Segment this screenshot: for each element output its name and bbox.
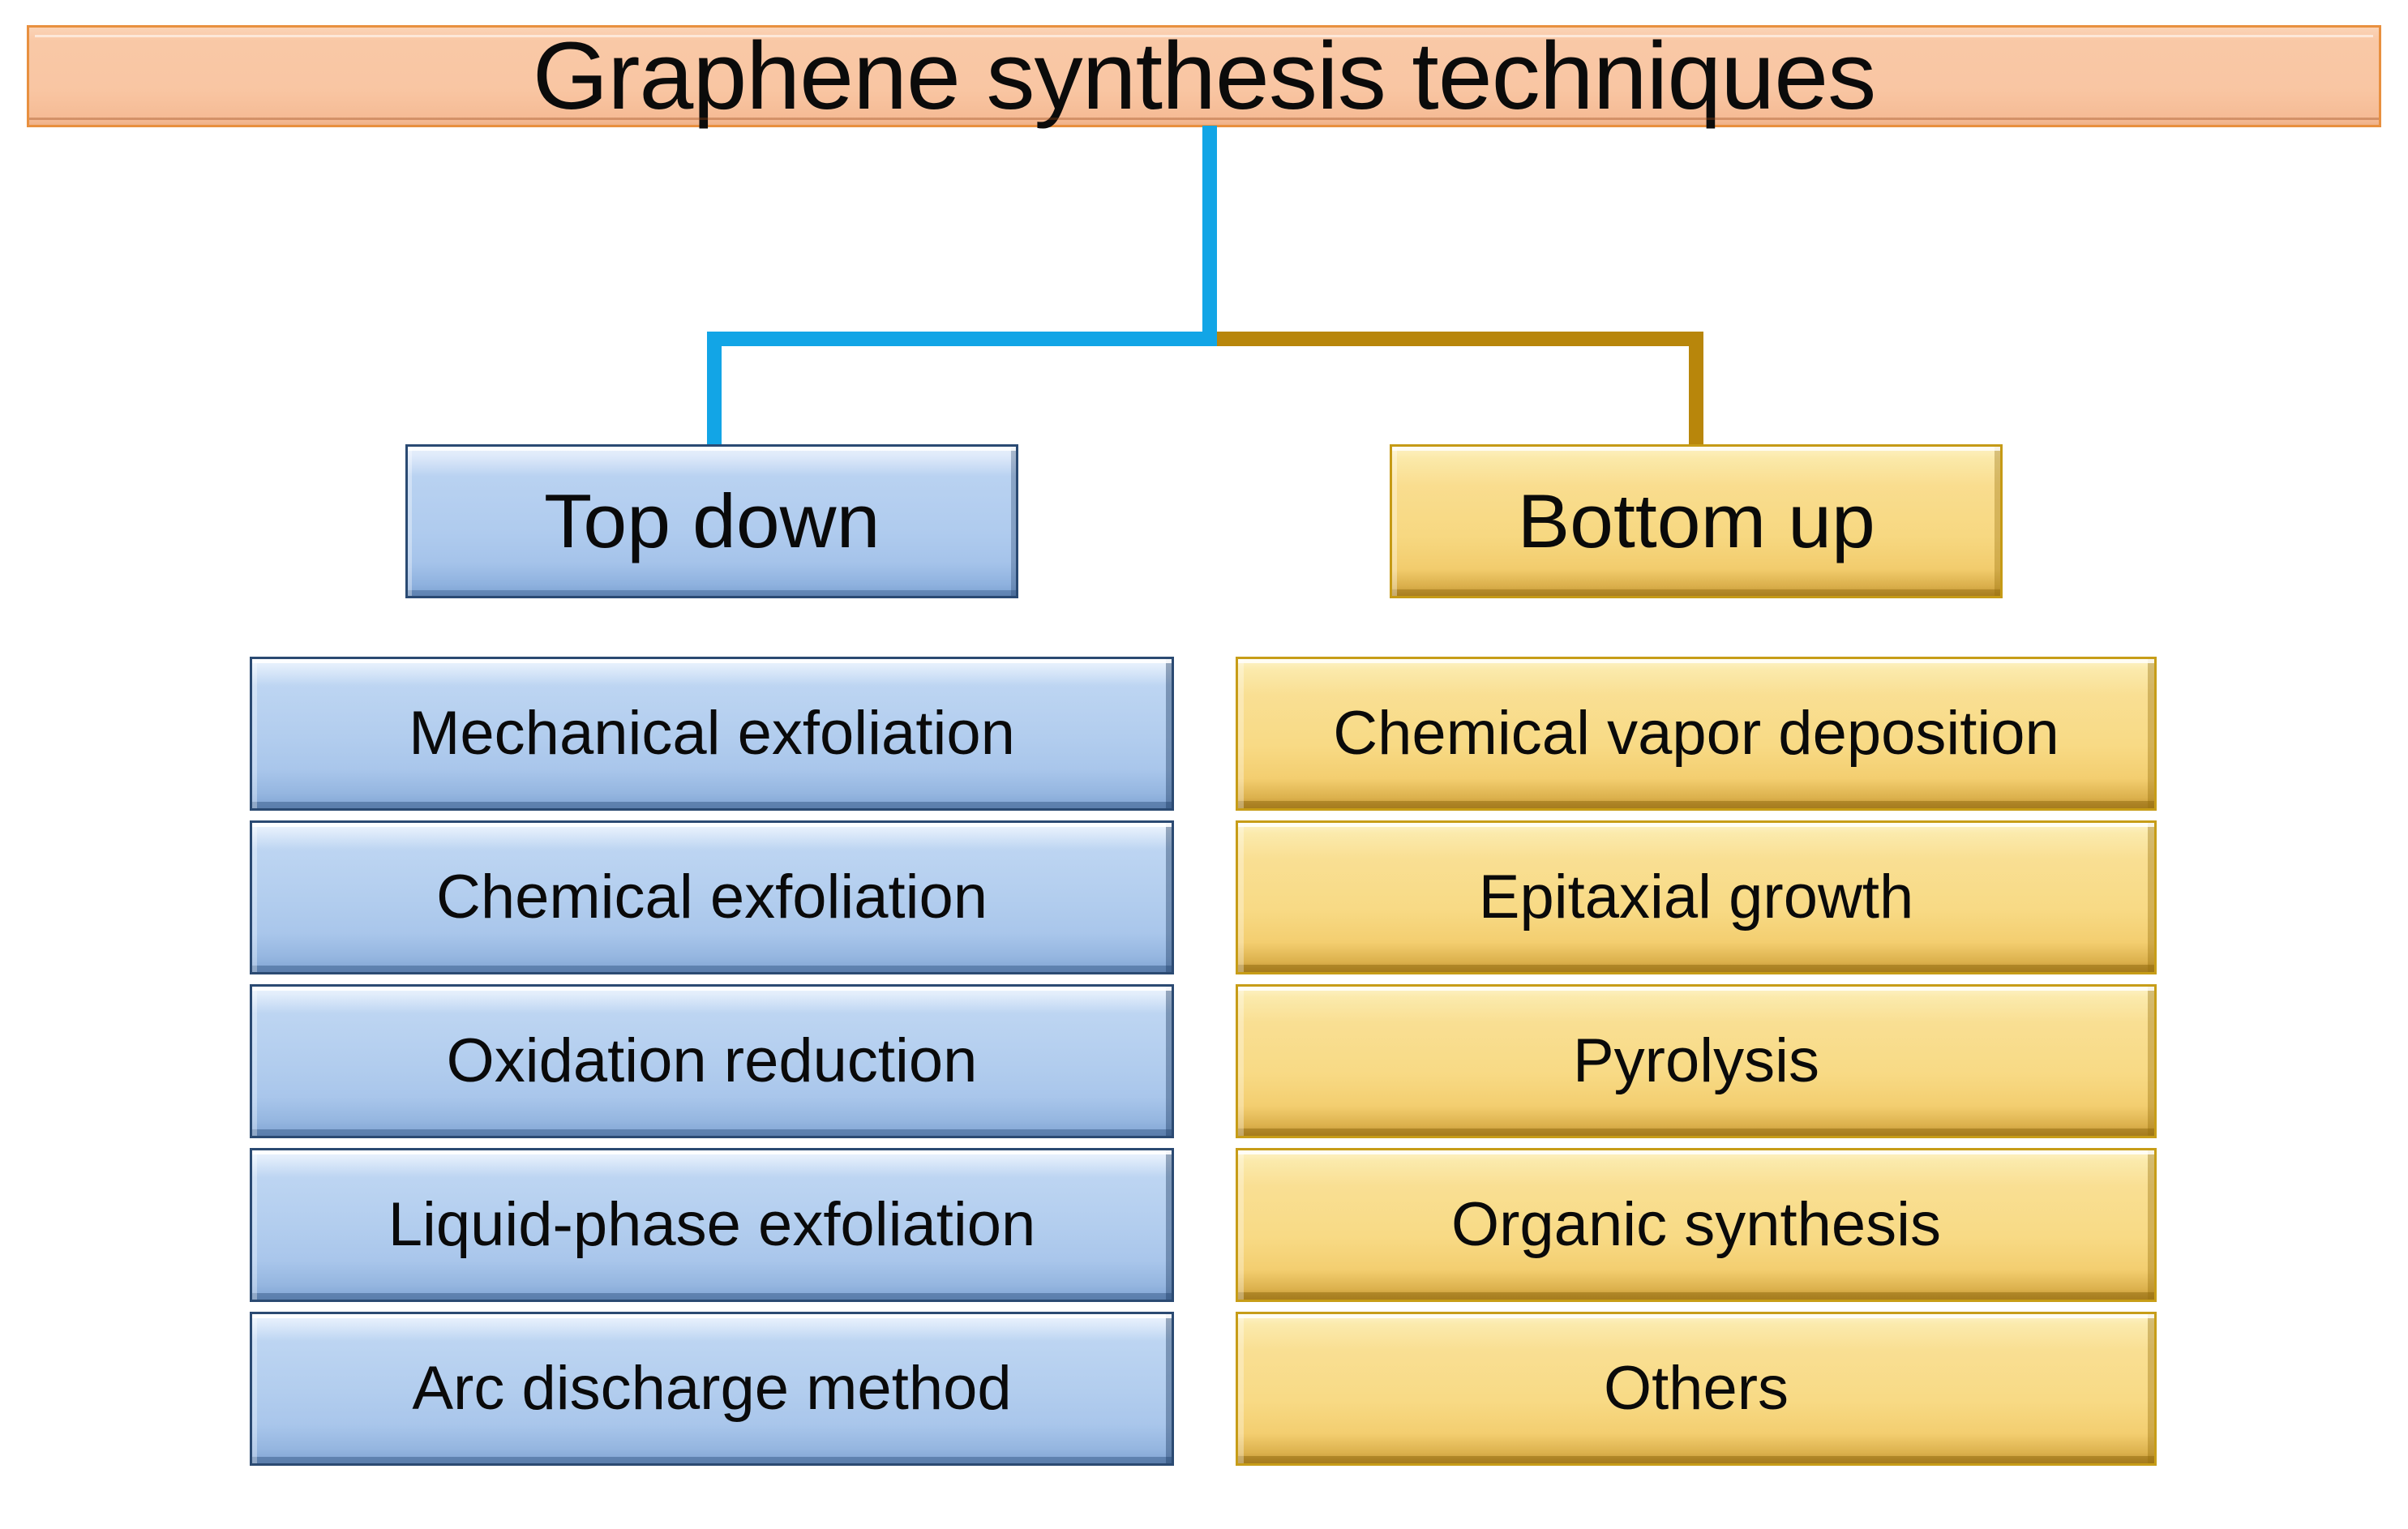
item-label: Others (1603, 1354, 1789, 1423)
connector-bottom-up-vertical (1689, 332, 1703, 449)
diagram-title-text: Graphene synthesis techniques (532, 23, 1877, 130)
item-label: Chemical exfoliation (435, 863, 988, 932)
item-box-epitaxial-growth[interactable]: Epitaxial growth (1236, 820, 2157, 974)
item-label: Liquid-phase exfoliation (388, 1190, 1036, 1259)
item-label: Pyrolysis (1572, 1026, 1820, 1095)
category-label-bottom-up: Bottom up (1517, 478, 1875, 563)
diagram-title-box: Graphene synthesis techniques (27, 25, 2381, 127)
item-label: Arc discharge method (412, 1354, 1012, 1423)
item-box-pyrolysis[interactable]: Pyrolysis (1236, 984, 2157, 1138)
item-label: Oxidation reduction (446, 1026, 978, 1095)
item-box-organic-synthesis[interactable]: Organic synthesis (1236, 1148, 2157, 1302)
item-box-liquid-phase-exfoliation[interactable]: Liquid-phase exfoliation (250, 1148, 1174, 1302)
item-box-mechanical-exfoliation[interactable]: Mechanical exfoliation (250, 657, 1174, 811)
connector-bottom-up-horizontal (1217, 332, 1703, 346)
item-box-chemical-vapor-deposition[interactable]: Chemical vapor deposition (1236, 657, 2157, 811)
connector-root-stem (1202, 126, 1217, 346)
category-box-bottom-up[interactable]: Bottom up (1390, 444, 2003, 598)
item-box-chemical-exfoliation[interactable]: Chemical exfoliation (250, 820, 1174, 974)
item-label: Chemical vapor deposition (1333, 699, 2059, 768)
item-label: Epitaxial growth (1478, 863, 1914, 932)
item-box-oxidation-reduction[interactable]: Oxidation reduction (250, 984, 1174, 1138)
item-label: Mechanical exfoliation (409, 699, 1015, 768)
category-box-top-down[interactable]: Top down (405, 444, 1018, 598)
item-label: Organic synthesis (1450, 1190, 1942, 1259)
item-box-arc-discharge-method[interactable]: Arc discharge method (250, 1312, 1174, 1466)
connector-top-down-horizontal (707, 332, 1217, 346)
category-label-top-down: Top down (543, 478, 881, 563)
connector-top-down-vertical (707, 332, 722, 449)
item-box-others[interactable]: Others (1236, 1312, 2157, 1466)
